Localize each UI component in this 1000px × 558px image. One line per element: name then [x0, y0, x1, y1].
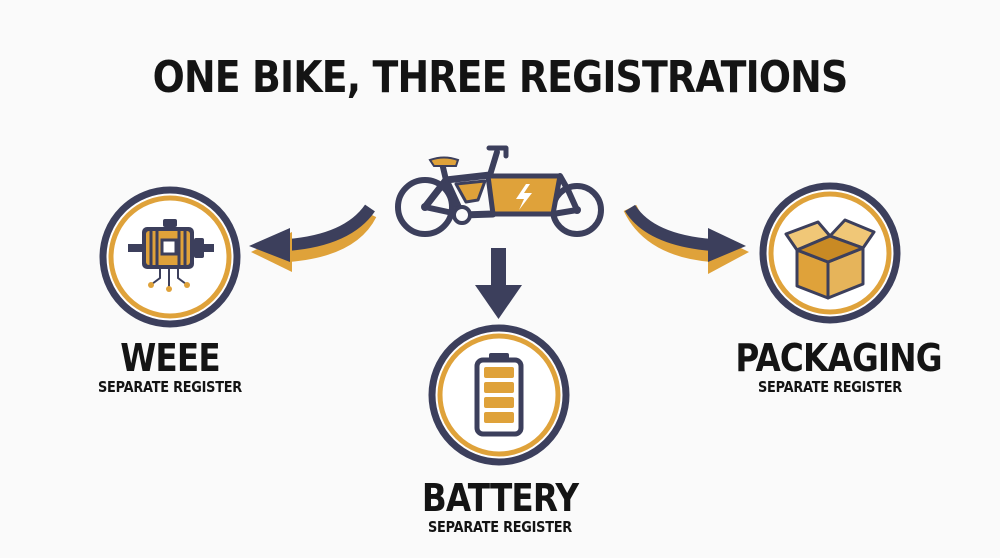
battery-node — [428, 324, 570, 466]
page-title: ONE BIKE, THREE REGISTRATIONS — [152, 52, 849, 103]
packaging-node — [759, 182, 901, 324]
battery-title: BATTERY — [421, 476, 579, 520]
packaging-label: PACKAGING SEPARATE REGISTER — [720, 336, 942, 396]
arrow-to-battery — [475, 248, 522, 319]
weee-subtitle: SEPARATE REGISTER — [98, 378, 242, 396]
weee-title: WEEE — [120, 336, 220, 380]
electric-motor-icon — [128, 219, 214, 292]
weee-label: WEEE SEPARATE REGISTER — [60, 338, 280, 396]
arrow-to-packaging — [623, 204, 749, 274]
battery-label: BATTERY SEPARATE REGISTER — [390, 478, 610, 536]
arrow-to-weee — [249, 204, 377, 272]
battery-subtitle: SEPARATE REGISTER — [428, 518, 572, 536]
cargo-ebike-icon — [395, 145, 604, 237]
box-icon — [784, 218, 876, 300]
battery-icon — [474, 353, 524, 437]
packaging-subtitle: SEPARATE REGISTER — [758, 378, 902, 396]
weee-node — [99, 186, 241, 328]
packaging-title: PACKAGING — [735, 336, 942, 380]
